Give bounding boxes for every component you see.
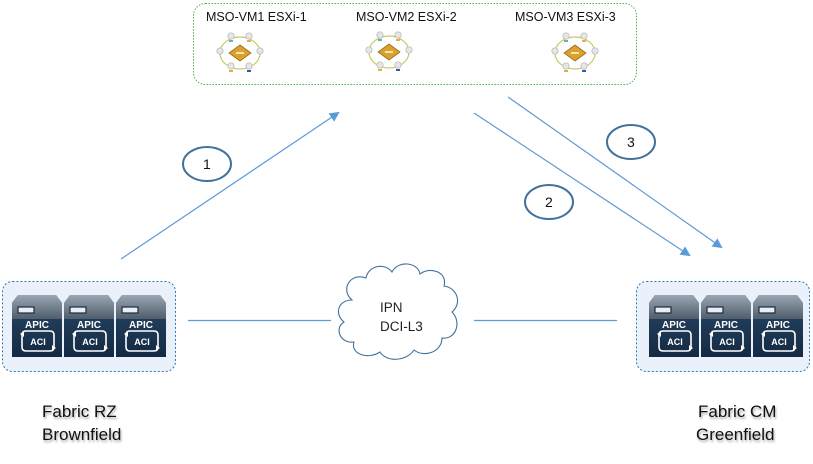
arrow-step-3 (507, 96, 723, 249)
fabric-cm-name: Fabric CM (698, 402, 777, 421)
mso-vm3-label: MSO-VM3 ESXi-3 (515, 10, 616, 24)
ipn-cloud-icon (337, 263, 459, 360)
fabric-cm-type: Greenfield (696, 425, 775, 444)
arrow-step-1 (120, 111, 340, 260)
server-label-top: APIC (766, 320, 790, 331)
server-label-top: APIC (25, 320, 49, 331)
server-label-bottom: ACI (667, 337, 683, 347)
server-label-bottom: ACI (719, 337, 735, 347)
server-label-bottom: ACI (771, 337, 787, 347)
step-2-ellipse (524, 184, 574, 220)
server-label-bottom: ACI (30, 337, 46, 347)
server-label-bottom: ACI (82, 337, 98, 347)
server-label-top: APIC (77, 320, 101, 331)
arrow-step-2 (473, 112, 691, 257)
mso-cluster-box (193, 3, 637, 85)
step-3-number: 3 (627, 134, 635, 150)
server-label-top: APIC (129, 320, 153, 331)
mso-vm1-label: MSO-VM1 ESXi-1 (206, 10, 307, 24)
server-label-top: APIC (662, 320, 686, 331)
dci-label: DCI-L3 (380, 319, 423, 334)
mso-vm2-label: MSO-VM2 ESXi-2 (356, 10, 457, 24)
step-1-number: 1 (203, 156, 211, 172)
ipn-label: IPN (380, 300, 403, 315)
fabric-rz-type: Brownfield (42, 425, 122, 444)
server-label-top: APIC (714, 320, 738, 331)
fabric-rz-name: Fabric RZ (42, 402, 117, 421)
step-2-number: 2 (545, 194, 553, 210)
step-3-ellipse (606, 124, 656, 160)
server-label-bottom: ACI (134, 337, 150, 347)
step-1-ellipse (182, 146, 232, 182)
